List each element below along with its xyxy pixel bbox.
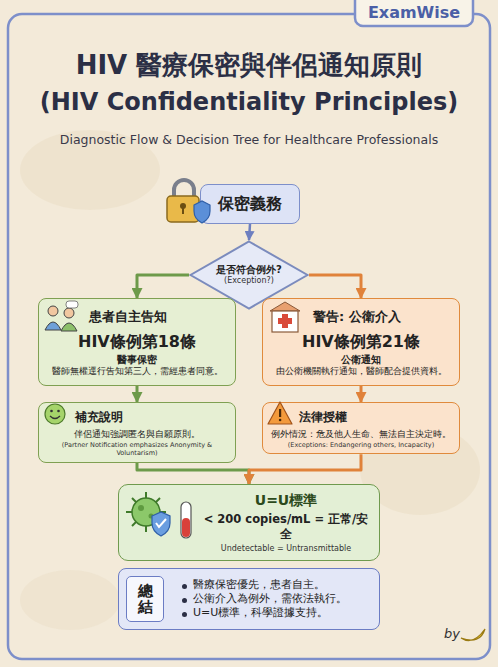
brand-tab: [355, 0, 473, 26]
summary-tag: 總結: [126, 576, 164, 622]
smiley-icon: [45, 404, 65, 424]
node-text: < 200 copies/mL = 正常/安全: [201, 512, 371, 542]
process-box: 警告: 公衛介入HIV條例第21條公衛通知由公衛機關執行通知，醫師配合提供資料。: [262, 298, 460, 386]
process-box: 法律授權例外情況：危及他人生命、無法自主決定時。(Exceptions: End…: [262, 402, 460, 454]
node-text: 公衛通知: [271, 353, 451, 366]
process-box: 醫療保密優先，患者自主。公衛介入為例外，需依法執行。U=U標準，科學證據支持。 總…: [118, 568, 380, 630]
process-box: 補充說明伴侶通知強調匿名與自願原則。(Partner Notification …: [38, 402, 236, 463]
label-text: ExamWise: [355, 3, 473, 22]
node-text: (Exception?): [189, 276, 309, 286]
node-text: (Partner Notification emphasizes Anonymi…: [45, 441, 229, 458]
node-text: (Exceptions: Endangering others, Incapac…: [269, 441, 453, 449]
lock-icon: [167, 180, 210, 223]
flow-arrow: [360, 386, 363, 402]
bullet-dot: [182, 612, 187, 617]
banana-icon: [461, 629, 485, 641]
node-text: Undetectable = Untransmittable: [201, 544, 371, 554]
bullet-text: 公衛介入為例外，需依法執行。: [193, 592, 371, 606]
flow-arrow: [137, 275, 189, 298]
flow-arrow: [137, 463, 249, 484]
node-heading: 補充說明: [75, 405, 229, 429]
bullet-dot: [182, 598, 187, 603]
flow-arrow: [249, 454, 361, 484]
node-text: HIV條例第18條: [47, 332, 227, 353]
node-heading: 是否符合例外?: [189, 263, 309, 276]
node-heading: 保密義務: [207, 194, 293, 215]
node-heading: 警告: 公衛介入: [313, 303, 451, 331]
people-icon: [45, 301, 78, 331]
stain: [20, 570, 120, 630]
node-heading: 法律授權: [299, 405, 453, 429]
test-tube-icon: [181, 502, 191, 538]
node-text: 例外情況：危及他人生命、無法自主決定時。: [269, 429, 453, 441]
process-box: 患者自主告知HIV條例第18條醫事保密醫師無權逕行告知第三人，需經患者同意。: [38, 298, 236, 386]
flow-arrow: [136, 386, 139, 402]
node-heading: 總結: [138, 583, 153, 616]
process-box: 保密義務: [200, 184, 300, 224]
node-text: 醫事保密: [47, 353, 227, 366]
virus-icon: [126, 492, 170, 536]
node-text: HIV條例第21條: [271, 332, 451, 353]
label-text: by: [436, 626, 460, 642]
node-heading: U=U標準: [201, 491, 371, 509]
node-text: 由公衛機關執行通知，醫師配合提供資料。: [271, 366, 451, 378]
bullet-dot: [182, 584, 187, 589]
node-heading: 患者自主告知: [89, 303, 227, 331]
label-text: (HIV Confidentiality Principles): [0, 88, 498, 117]
warning-icon: [268, 402, 292, 424]
subtitle: Diagnostic Flow & Decision Tree for Heal…: [0, 132, 498, 147]
flow-arrow: [309, 275, 361, 298]
node-text: 伴侶通知強調匿名與自願原則。: [45, 429, 229, 441]
node-text: 醫師無權逕行告知第三人，需經患者同意。: [47, 366, 227, 378]
title: HIV 醫療保密與伴侶通知原則: [0, 50, 498, 81]
hospital-icon: [270, 302, 300, 332]
flow-arrow: [249, 224, 250, 240]
bullet-text: 醫療保密優先，患者自主。: [193, 578, 371, 592]
bullet-text: U=U標準，科學證據支持。: [193, 606, 371, 620]
process-box: U=U標準 < 200 copies/mL = 正常/安全 Undetectable…: [118, 484, 380, 561]
